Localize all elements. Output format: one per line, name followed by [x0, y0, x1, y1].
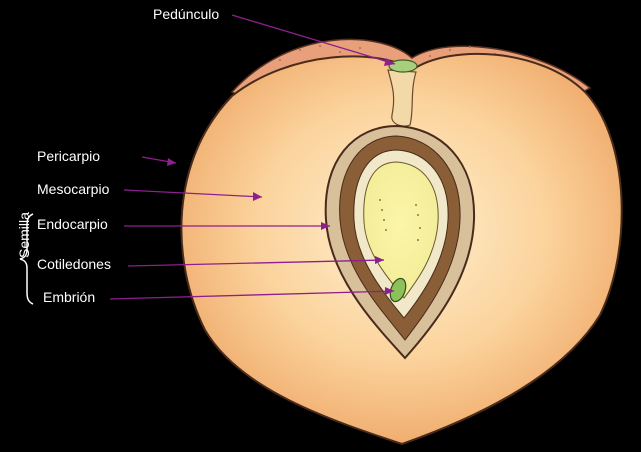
endocarp-label: Endocarpio — [37, 216, 108, 232]
seed-bracket — [19, 213, 34, 305]
peduncle-tip — [388, 59, 418, 73]
leader-embryo — [109, 290, 395, 300]
cotyledons-label: Cotiledones — [37, 256, 111, 272]
embryo-label: Embrión — [43, 289, 96, 305]
leader-mesocarp — [123, 189, 263, 198]
leader-arrowheads — [167, 58, 395, 295]
mesocarp-label: Mesocarpio — [37, 181, 110, 197]
leader-cotyledons — [127, 259, 385, 267]
seed-group-label: Semilla — [16, 212, 32, 258]
leader-lines — [109, 14, 396, 300]
cotyledons-shape — [363, 161, 439, 299]
leader-peduncle — [231, 14, 396, 65]
pericarp-label: Pericarpio — [37, 148, 101, 164]
embryo-shape — [389, 277, 407, 303]
peduncle-label: Pedúnculo — [153, 6, 220, 22]
cotyledon-texture — [379, 199, 421, 241]
